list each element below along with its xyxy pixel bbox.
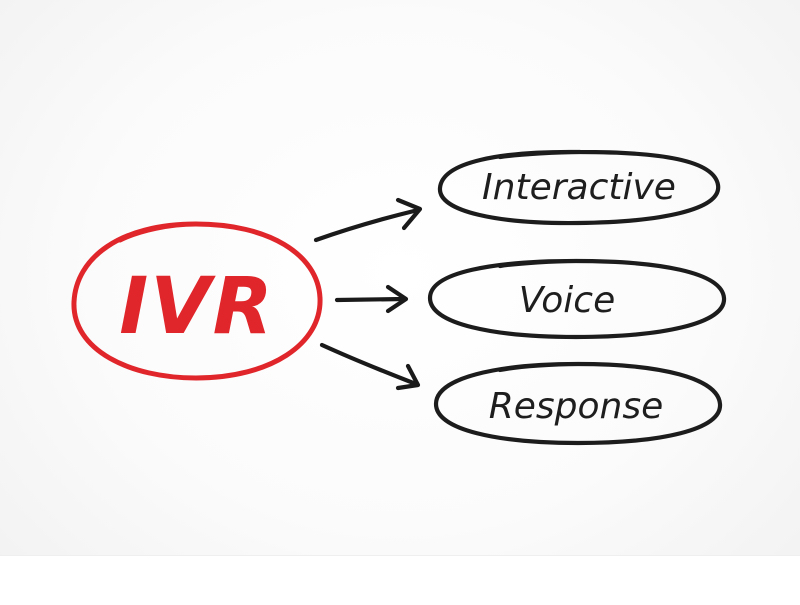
term-ellipse-response — [433, 361, 723, 446]
arrow-to-interactive — [313, 197, 423, 243]
acronym-ellipse — [71, 221, 323, 381]
bottom-band — [0, 555, 800, 605]
term-node-voice: Voice — [427, 258, 727, 340]
term-node-interactive: Interactive — [437, 149, 721, 226]
arrow-to-voice — [334, 284, 409, 314]
acronym-label: IVR — [119, 262, 274, 352]
term-ellipse-interactive — [437, 149, 721, 226]
acronym-node: IVR — [71, 221, 323, 381]
term-label-voice: Voice — [519, 280, 616, 321]
term-ellipse-voice — [427, 258, 727, 340]
arrow-to-response — [319, 342, 421, 391]
term-label-response: Response — [489, 386, 664, 427]
term-node-response: Response — [433, 361, 723, 446]
term-label-interactive: Interactive — [482, 167, 676, 208]
